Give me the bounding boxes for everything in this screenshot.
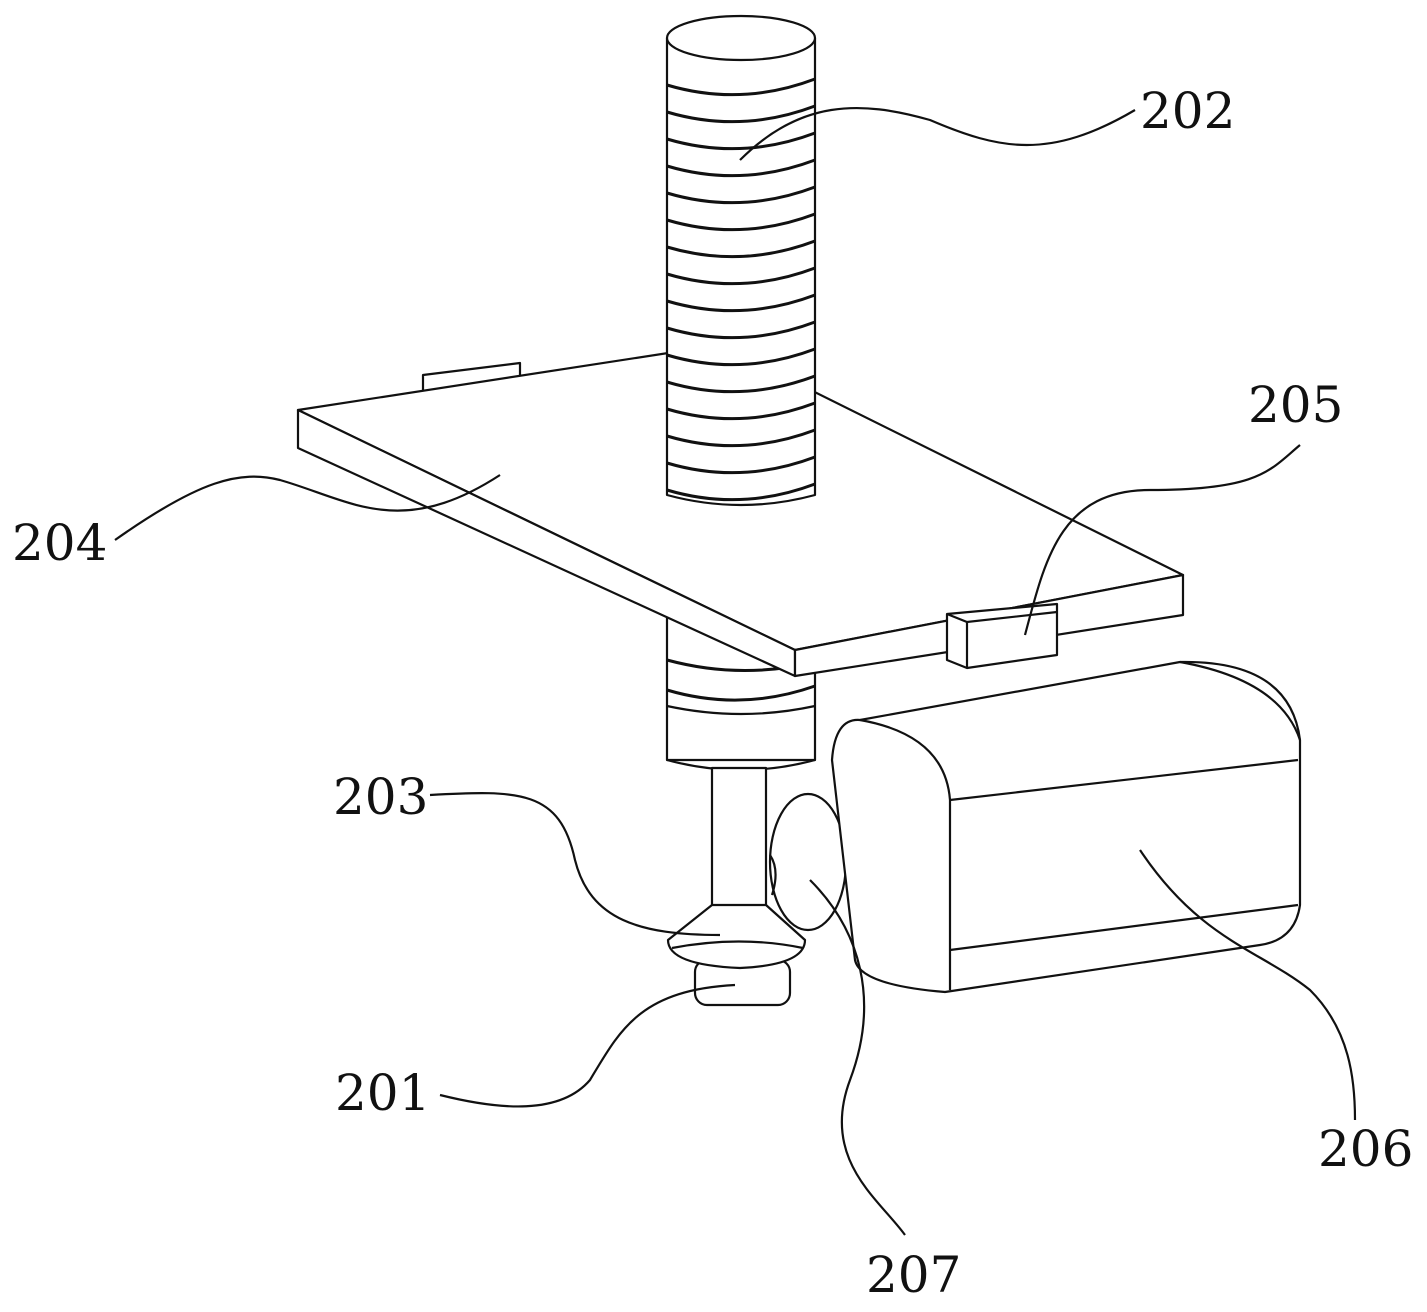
block	[947, 604, 1057, 668]
rod-body	[667, 38, 815, 505]
label-203: 203	[333, 772, 428, 822]
leader-203	[430, 793, 720, 935]
label-207: 207	[866, 1250, 961, 1300]
vertical-shaft	[712, 768, 766, 908]
bevel-gear	[668, 905, 805, 1005]
label-202: 202	[1140, 86, 1235, 136]
label-201: 201	[335, 1068, 430, 1118]
rod-top	[667, 16, 815, 60]
leader-201	[440, 985, 735, 1106]
motor	[832, 662, 1300, 992]
label-205: 205	[1248, 380, 1343, 430]
threaded-rod	[667, 16, 815, 505]
label-206: 206	[1318, 1124, 1413, 1174]
label-204: 204	[12, 518, 107, 568]
